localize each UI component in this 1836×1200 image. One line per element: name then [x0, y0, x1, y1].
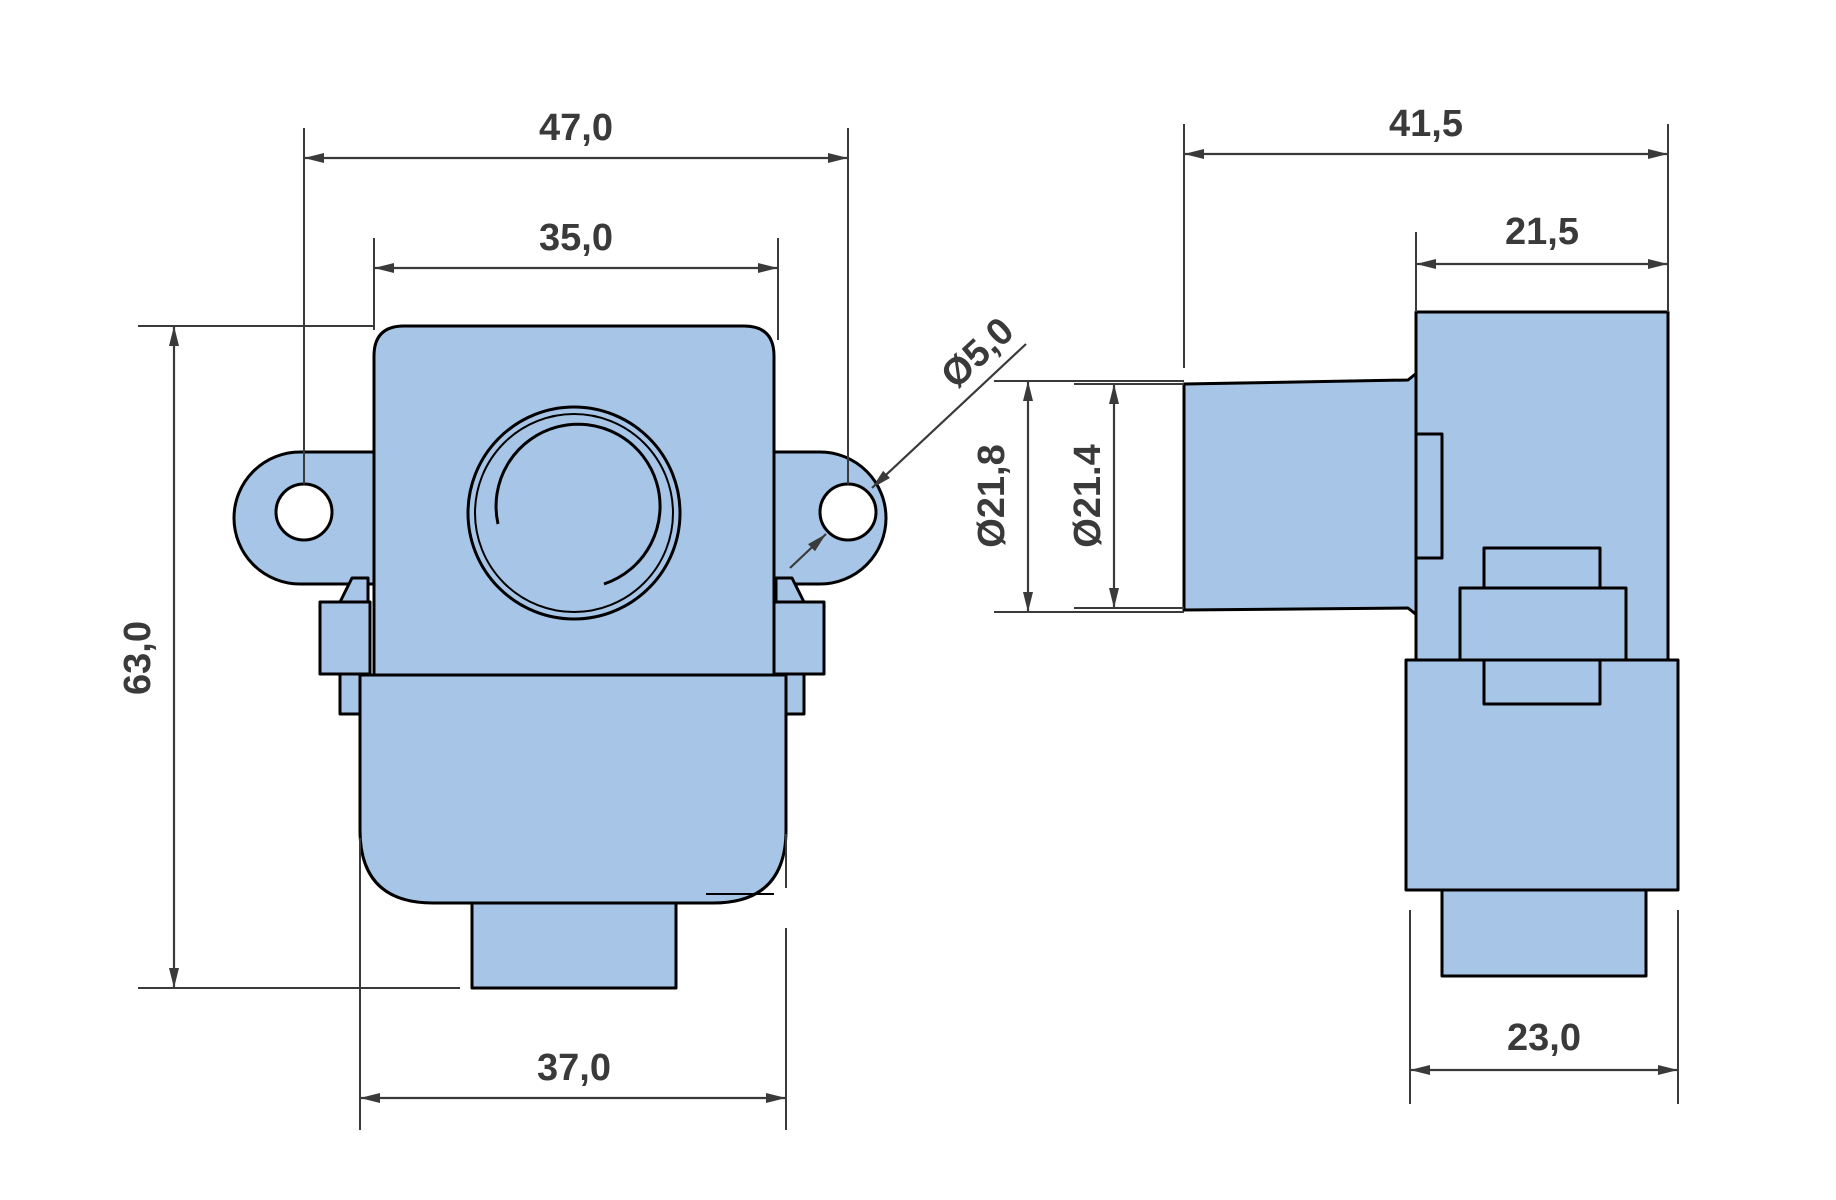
- inlet-swirl: [494, 422, 662, 586]
- dimension-side-bottom-width: 23,0: [1409, 910, 1679, 1104]
- front-view: [232, 324, 888, 990]
- outlet-spout: [470, 896, 678, 990]
- dim-label-63: 63,0: [117, 621, 159, 695]
- mount-hole-right: [818, 482, 878, 542]
- dimension-front-bottom-width: 37,0: [359, 834, 787, 1130]
- dimension-side-body-depth: 21,5: [1415, 211, 1668, 312]
- side-clip-left: [318, 600, 372, 676]
- connector-middle: [1458, 586, 1628, 662]
- dimension-side-overall-depth: 41,5: [1183, 103, 1669, 368]
- dimension-inlet-diameters: Ø21,8 Ø21.4: [971, 380, 1184, 613]
- dim-label-inlet-inner: Ø21.4: [1067, 444, 1109, 548]
- inlet-port-ring: [474, 413, 674, 613]
- side-body-tab: [1414, 432, 1444, 560]
- dimension-front-body-width: 35,0: [373, 217, 779, 340]
- side-clip-left-tab: [338, 576, 370, 604]
- side-view: [1182, 310, 1680, 978]
- dim-label-37: 37,0: [537, 1047, 611, 1089]
- connector-top: [1482, 546, 1602, 590]
- dimension-front-height: 63,0: [117, 325, 460, 989]
- side-clip-right: [772, 600, 826, 676]
- lower-housing: [358, 673, 788, 905]
- dim-label-41: 41,5: [1389, 103, 1463, 145]
- inlet-cylinder: [1182, 370, 1420, 618]
- inlet-port-outer: [466, 405, 682, 621]
- mount-hole-left: [274, 482, 334, 542]
- dimension-front-overall-width: 47,0: [303, 107, 849, 484]
- dim-label-inlet-outer: Ø21,8: [971, 444, 1013, 548]
- dim-label-hole: Ø5,0: [933, 310, 1022, 397]
- connector-base: [1482, 658, 1602, 706]
- dim-label-21-5: 21,5: [1505, 211, 1579, 253]
- dim-label-23: 23,0: [1507, 1017, 1581, 1059]
- dim-label-35: 35,0: [539, 217, 613, 259]
- side-clip-right-tab: [774, 576, 806, 604]
- side-outlet: [1440, 888, 1648, 978]
- dim-label-47: 47,0: [539, 107, 613, 149]
